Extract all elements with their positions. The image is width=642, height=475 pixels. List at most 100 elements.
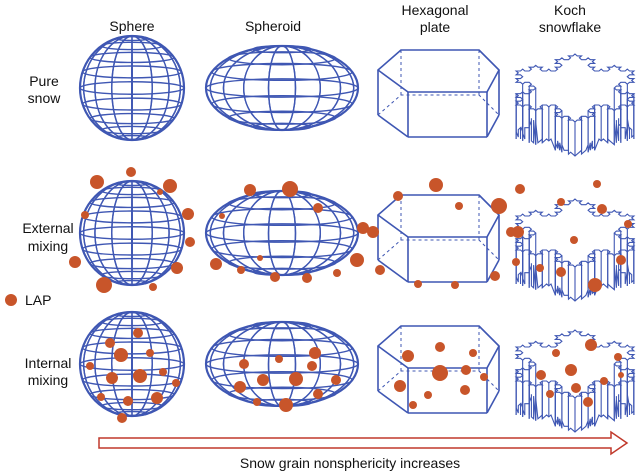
lap-internal-spheroid-particle [257, 374, 269, 386]
nonsphericity-caption: Snow grain nonsphericity increases [239, 455, 461, 471]
lap-external-spheroid-particle [219, 213, 225, 219]
lap-internal-koch-particle [614, 353, 622, 361]
legend-lap-label: LAP [25, 292, 52, 308]
lap-external-hexagonal-particle [512, 258, 520, 266]
lap-internal-spheroid-particle [313, 389, 323, 399]
lap-internal-hexagonal-particle [435, 342, 445, 352]
lap-external-sphere-particle [81, 211, 89, 219]
lap-external-spheroid-particle [282, 181, 298, 197]
col-label-spheroid: Spheroid [244, 18, 302, 34]
lap-internal-sphere-particle [151, 392, 163, 404]
lap-external-hexagonal-particle [429, 178, 443, 192]
spheroid-pure [204, 44, 360, 132]
lap-external-sphere-particle [182, 208, 194, 220]
lap-internal-sphere-particle [114, 348, 128, 362]
lap-external-koch-particle [557, 198, 565, 206]
lap-internal-hexagonal-particle [469, 349, 477, 357]
lap-internal-sphere-particle [123, 396, 133, 406]
lap-external-koch-particle [593, 180, 601, 188]
col-label-hexagonal-1: Hexagonal [401, 2, 469, 18]
lap-internal-sphere-particle [159, 368, 167, 376]
lap-external-koch-particle [536, 264, 544, 272]
lap-internal-hexagonal-particle [432, 365, 448, 381]
lap-internal-sphere-particle [97, 393, 105, 401]
lap-external-sphere-particle [96, 277, 112, 293]
legend-lap-dot [5, 294, 17, 306]
lap-external-koch-particle [588, 278, 602, 292]
lap-internal-koch-particle [536, 370, 546, 380]
col-label-koch-1: Koch [554, 2, 586, 18]
lap-external-koch-particle [570, 236, 578, 244]
sphere-external [78, 179, 186, 287]
lap-external-sphere-particle [157, 189, 163, 195]
spheroid-external [204, 189, 360, 277]
lap-internal-spheroid-particle [275, 355, 283, 363]
lap-external-spheroid-particle [237, 266, 245, 274]
koch-snowflake-pure [514, 53, 636, 157]
lap-internal-spheroid-particle [253, 398, 261, 406]
lap-external-sphere-particle [149, 283, 157, 291]
lap-internal-sphere-particle [146, 349, 154, 357]
sphere-internal [78, 310, 186, 418]
lap-external-koch-particle [506, 227, 516, 237]
lap-internal-sphere-particle [105, 338, 115, 348]
koch-snowflake-external [514, 198, 636, 302]
lap-external-spheroid-particle [270, 272, 280, 282]
col-label-koch-2: snowflake [538, 19, 602, 35]
lap-external-koch-particle [624, 220, 632, 228]
lap-internal-spheroid-particle [307, 361, 317, 371]
col-label-hexagonal-2: plate [419, 19, 451, 35]
lap-external-spheroid-particle [302, 273, 312, 283]
row-label-pure-1: Pure [29, 73, 59, 89]
lap-external-sphere-particle [185, 237, 195, 247]
lap-external-sphere-particle [163, 179, 177, 193]
lap-external-sphere-particle [90, 175, 104, 189]
lap-internal-koch-particle [583, 397, 593, 407]
spheroid-internal [204, 320, 360, 408]
lap-internal-spheroid-particle [234, 381, 246, 393]
col-label-sphere: Sphere [109, 18, 155, 34]
lap-internal-hexagonal-particle [409, 401, 417, 409]
lap-external-spheroid-particle [210, 258, 222, 270]
lap-external-spheroid-particle [313, 203, 323, 213]
hexagonal-plate-pure [377, 49, 500, 138]
lap-internal-hexagonal-particle [480, 373, 488, 381]
lap-external-sphere-particle [69, 256, 81, 268]
lap-external-hexagonal-particle [393, 191, 403, 201]
lap-external-hexagonal-particle [414, 280, 422, 288]
lap-internal-hexagonal-particle [460, 385, 470, 395]
lap-external-sphere-particle [126, 167, 136, 177]
lap-external-koch-particle [616, 255, 626, 265]
lap-external-spheroid-particle [357, 222, 369, 234]
lap-internal-sphere-particle [86, 362, 94, 370]
koch-snowflake-internal [514, 329, 636, 433]
lap-external-hexagonal-particle [375, 265, 385, 275]
lap-internal-koch-particle [552, 349, 560, 357]
lap-internal-koch-particle [600, 377, 608, 385]
lap-internal-spheroid-particle [239, 359, 249, 369]
lap-internal-koch-particle [571, 383, 581, 393]
row-label-internal-2: mixing [27, 372, 69, 388]
lap-external-hexagonal-particle [490, 271, 500, 281]
lap-internal-koch-particle [585, 339, 597, 351]
lap-internal-hexagonal-particle [394, 380, 406, 392]
lap-external-hexagonal-particle [451, 281, 459, 289]
lap-internal-hexagonal-particle [402, 350, 414, 362]
lap-internal-sphere-particle [117, 413, 127, 423]
lap-external-koch-particle [556, 267, 566, 277]
lap-internal-hexagonal-particle [461, 365, 471, 375]
lap-internal-hexagonal-particle [424, 391, 432, 399]
lap-external-spheroid-particle [350, 253, 364, 267]
lap-external-hexagonal-particle [455, 202, 463, 210]
lap-external-koch-particle [597, 204, 607, 214]
lap-internal-sphere-particle [106, 372, 118, 384]
lap-external-sphere-particle [171, 262, 183, 274]
lap-internal-spheroid-particle [279, 398, 293, 412]
lap-internal-sphere-particle [172, 379, 180, 387]
lap-external-spheroid-particle [244, 184, 256, 196]
hexagonal-plate-external [377, 194, 500, 283]
lap-internal-koch-particle [618, 372, 624, 378]
row-label-internal-1: Internal [24, 355, 72, 371]
row-label-external-2: mixing [27, 238, 69, 254]
